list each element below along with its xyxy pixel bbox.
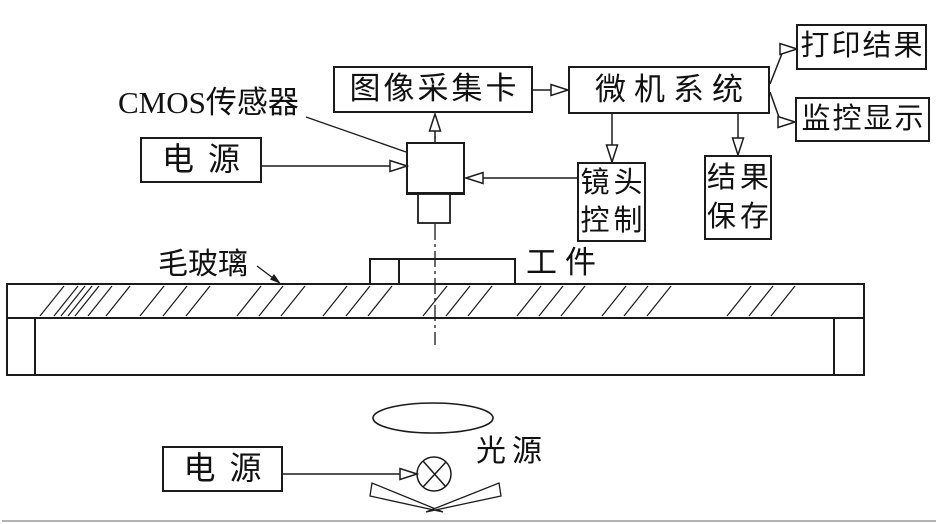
arrow-camera-to-capture-card xyxy=(428,111,442,143)
arrow-camera-power-to-camera xyxy=(262,159,410,173)
arrow-light-power-to-lamp xyxy=(283,467,420,481)
box-image-capture-card-label: 图像采集卡 xyxy=(349,71,520,107)
box-result-save: 结果 保存 xyxy=(704,155,772,240)
box-monitor-display: 监控显示 xyxy=(795,97,930,142)
box-light-power-label: 电源 xyxy=(183,450,276,487)
arrow-computer-to-lens-control xyxy=(605,114,619,165)
cmos-camera-symbol xyxy=(406,142,465,224)
arrow-capture-card-to-computer xyxy=(533,83,571,97)
camera-lens-symbol xyxy=(417,193,451,224)
lamp-symbol xyxy=(416,456,452,492)
label-cmos-sensor: CMOS传感器 xyxy=(118,85,299,120)
label-light-source: 光源 xyxy=(476,435,548,468)
box-result-save-line1: 结果 xyxy=(707,161,774,194)
glass-hatching xyxy=(39,285,796,317)
cmos-label-pointer-line xyxy=(305,116,407,153)
box-print-result: 打印结果 xyxy=(796,24,927,70)
box-print-result-label: 打印结果 xyxy=(800,30,925,63)
reflector-wings-symbol xyxy=(369,482,502,513)
box-lens-control-line1: 镜头 xyxy=(580,167,647,199)
box-computer-system: 微机系统 xyxy=(568,66,770,114)
label-workpiece: 工件 xyxy=(526,245,604,280)
arrow-computer-to-monitor xyxy=(769,91,798,129)
arrow-computer-to-result-save xyxy=(731,114,745,158)
reflector-ellipse-symbol xyxy=(372,402,494,434)
box-result-save-line2: 保存 xyxy=(707,200,774,233)
box-computer-system-label: 微机系统 xyxy=(595,71,751,107)
box-camera-power: 电源 xyxy=(140,137,262,183)
arrow-lens-control-to-camera xyxy=(463,171,577,185)
box-lens-control-line2: 控制 xyxy=(580,205,647,237)
box-image-capture-card: 图像采集卡 xyxy=(333,66,533,113)
frosted-glass-pointer-line xyxy=(256,265,281,284)
workpiece-block-symbol xyxy=(369,258,516,285)
frosted-glass-table-symbol xyxy=(6,283,865,376)
box-monitor-display-label: 监控显示 xyxy=(801,102,926,135)
box-lens-control: 镜头 控制 xyxy=(577,162,646,242)
label-frosted-glass: 毛玻璃 xyxy=(158,248,248,281)
box-camera-power-label: 电源 xyxy=(161,141,254,178)
box-light-power: 电源 xyxy=(162,446,283,492)
arrow-computer-to-print-result xyxy=(769,42,800,85)
